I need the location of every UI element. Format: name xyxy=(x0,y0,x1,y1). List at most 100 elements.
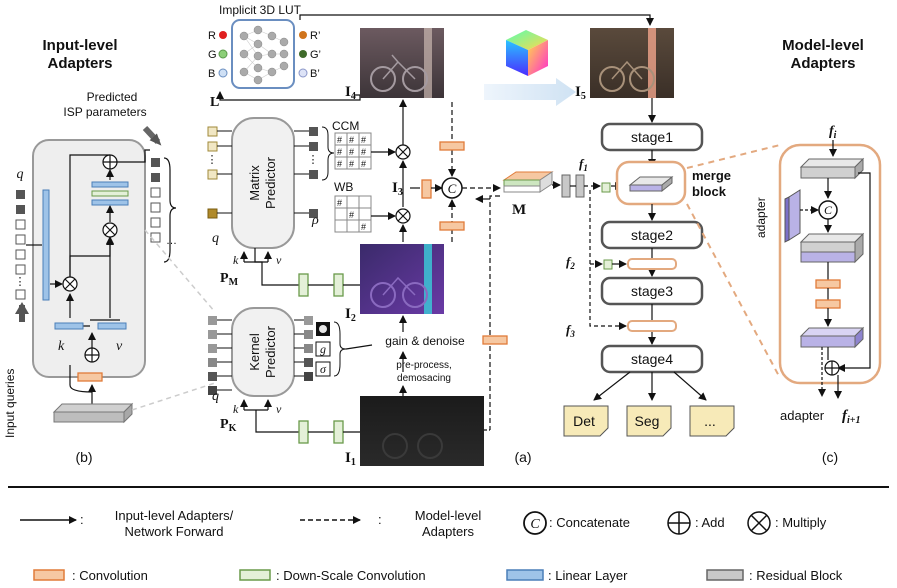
kernel-query-squares xyxy=(208,316,217,395)
linear-layer xyxy=(91,181,129,188)
q-label: q xyxy=(17,167,24,182)
panel-b-title-line1: Input-level xyxy=(42,37,117,54)
stage4-label: stage4 xyxy=(631,351,673,367)
fi-label: fi xyxy=(829,124,837,141)
query-ellipsis: ⋮ xyxy=(15,276,26,288)
wb-label: WB xyxy=(334,180,353,194)
downscale-conv xyxy=(333,273,344,297)
conv-adapter-3 xyxy=(627,320,677,332)
legend-downscale-swatch xyxy=(239,569,271,581)
red-dot xyxy=(219,31,227,39)
I3-label: I3 xyxy=(392,180,403,198)
panel-a-label: (a) xyxy=(514,449,531,465)
I1-label: I1 xyxy=(345,450,356,468)
linear-layer-k xyxy=(54,322,84,330)
conv-adapter-2 xyxy=(627,258,677,270)
head-more: ... xyxy=(689,405,735,437)
downscale-conv xyxy=(333,420,344,444)
f3-dashed-path xyxy=(589,190,627,330)
panel-b: Input-level Adapters Predicted ISP param… xyxy=(3,37,216,465)
convolution-block xyxy=(815,279,841,289)
ccm-grid xyxy=(334,132,372,170)
rgb-out-g: G’ xyxy=(310,49,321,61)
multiply-cross xyxy=(64,278,76,290)
blue-out-dot xyxy=(298,68,308,78)
lut-title: Implicit 3D LUT xyxy=(219,3,302,17)
svg-text:#: # xyxy=(337,147,342,157)
head-seg-label: Seg xyxy=(635,413,660,429)
lut-to-i5-arrow xyxy=(299,14,654,26)
wb-hash-cells: ### xyxy=(337,198,366,232)
matrix-query-squares xyxy=(207,126,218,219)
matrix-output-squares xyxy=(309,127,318,218)
legend-solid-line1: Input-level Adapters/ xyxy=(115,508,234,523)
panel-c-concat: C xyxy=(824,203,833,217)
f1-label: f1 xyxy=(579,156,588,173)
linear-layer-q xyxy=(42,189,50,301)
rgb-in-b: B xyxy=(208,68,215,80)
preprocess-line1: pre-process, xyxy=(396,360,452,371)
legend-conv-swatch xyxy=(33,569,65,581)
svg-text:#: # xyxy=(337,135,342,145)
svg-text:#: # xyxy=(349,135,354,145)
merge-block-stack xyxy=(628,175,674,193)
convolution-block xyxy=(815,299,841,309)
kernel-output-squares xyxy=(304,316,313,381)
stage2-label: stage2 xyxy=(631,227,673,243)
legend-colon: : xyxy=(378,512,382,527)
f3-label: f3 xyxy=(566,322,575,339)
sigma-box xyxy=(315,361,331,377)
matrix-predictor-box xyxy=(231,117,295,249)
m-feature-stack xyxy=(502,171,554,193)
legend-residual-swatch xyxy=(706,569,744,581)
panel-a: Implicit 3D LUT R G B R’ G’ B’ xyxy=(207,3,735,468)
rgb-in-g: G xyxy=(208,49,217,61)
legend-concat-icon xyxy=(523,511,547,535)
svg-text:#: # xyxy=(361,147,366,157)
multiply-cross xyxy=(104,224,116,236)
panel-b-adapter-box xyxy=(32,139,146,378)
legend-multiply: : Multiply xyxy=(775,515,827,530)
matrix-predictor-line1: Matrix xyxy=(247,165,262,201)
residual-block xyxy=(561,174,571,198)
panel-b-label: (b) xyxy=(75,449,92,465)
legend-concatenate: : Concatenate xyxy=(549,515,630,530)
legend-dashed-line2: Adapters xyxy=(422,524,475,539)
downscale-conv xyxy=(298,273,309,297)
concat-c: C xyxy=(448,181,457,196)
kernel-predictor-line2: Predictor xyxy=(263,325,278,378)
M-label: M xyxy=(512,202,526,218)
i4-to-lut-arrow xyxy=(216,91,361,101)
pm-v-label: v xyxy=(276,253,282,267)
ccm-label: CCM xyxy=(332,119,359,133)
sigma-label: σ xyxy=(320,362,327,376)
convolution-block xyxy=(421,179,432,199)
kernel-q-label: q xyxy=(212,389,219,404)
matrix-predictor-line2: Predictor xyxy=(263,156,278,209)
panel-b-title-line2: Adapters xyxy=(47,55,112,72)
svg-text:#: # xyxy=(361,159,366,169)
panel-c-box xyxy=(778,143,882,385)
convolution-block xyxy=(439,221,465,231)
convolution-block xyxy=(439,141,465,151)
zoom-line xyxy=(144,229,216,313)
legend-downscale: : Down-Scale Convolution xyxy=(276,568,426,583)
legend: : Input-level Adapters/ Network Forward … xyxy=(20,508,843,583)
fi1-label: fi+1 xyxy=(842,408,860,426)
predicted-label-line2: ISP parameters xyxy=(63,105,146,119)
kernel-brace xyxy=(333,321,347,377)
downscale-conv xyxy=(603,259,613,270)
panel-c-title-line2: Adapters xyxy=(790,55,855,72)
query-squares xyxy=(15,190,26,300)
legend-concat-symbol: C xyxy=(530,517,540,532)
green-out-dot xyxy=(299,50,307,58)
head-det: Det xyxy=(563,405,609,437)
predicted-ellipsis: … xyxy=(166,235,177,247)
ccm-brace xyxy=(321,126,335,181)
downscale-conv xyxy=(298,420,309,444)
green-dot xyxy=(218,49,228,59)
residual-block xyxy=(575,174,585,198)
kernel-connectors xyxy=(217,319,304,391)
kernel-predictor-box xyxy=(231,307,295,397)
legend-solid-line2: Network Forward xyxy=(125,524,224,539)
